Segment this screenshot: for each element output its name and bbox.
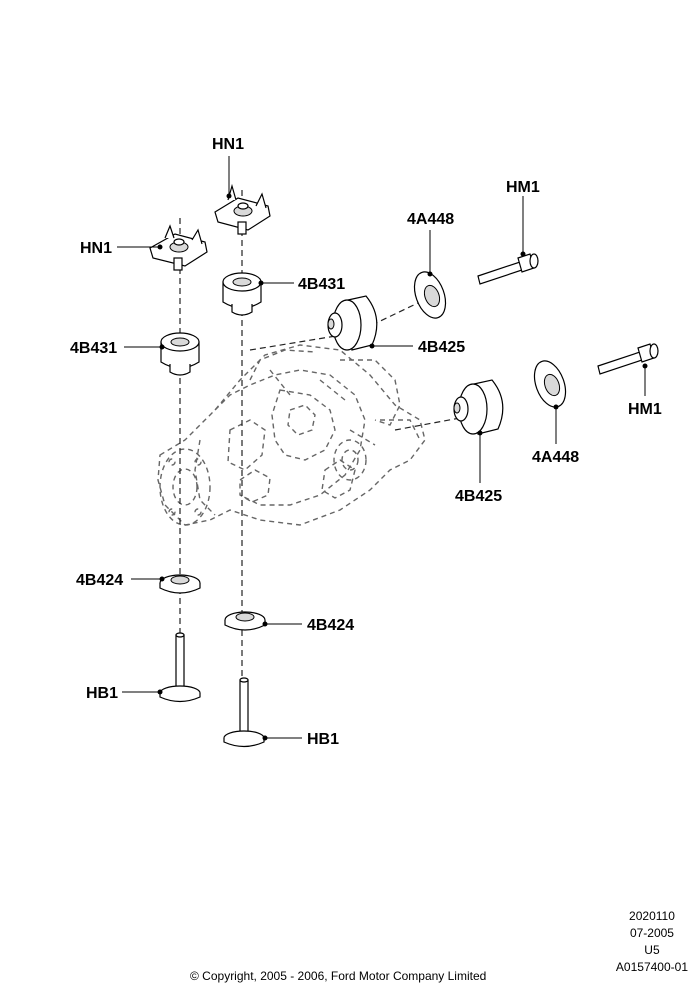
4b431-bushing-upper	[222, 272, 262, 316]
leader-lines	[117, 156, 648, 741]
diagram-reference: A0157400-01	[615, 960, 688, 974]
label-4b425-mid: 4B425	[418, 339, 465, 356]
4b431-bushing-lower	[160, 332, 200, 376]
diagram-code: 2020110	[629, 909, 675, 923]
centre-lines	[179, 190, 461, 680]
4b424-washer-right	[224, 611, 266, 631]
label-hb1-right: HB1	[307, 731, 339, 748]
hn1-nut-plate-lower	[149, 224, 208, 271]
label-hb1-left: HB1	[86, 685, 118, 702]
copyright-notice: © Copyright, 2005 - 2006, Ford Motor Com…	[190, 969, 487, 983]
label-hn1-top: HN1	[212, 136, 244, 153]
label-hm1-right: HM1	[628, 401, 662, 418]
diagram-date: 07-2005	[629, 926, 674, 940]
differential-housing-outline	[157, 344, 426, 526]
hb1-bolt-left	[159, 632, 201, 703]
part-labels: HN1 HN1 HM1 HM1 4A448 4A448 4B431 4B431 …	[70, 136, 662, 748]
label-4b431-left: 4B431	[70, 340, 117, 357]
label-4a448-right: 4A448	[532, 449, 579, 466]
diagram-code-block: 2020110 07-2005 U5 A0157400-01	[616, 908, 688, 976]
hm1-bolt-lower	[597, 343, 659, 375]
hb1-bolt-right	[223, 677, 265, 748]
label-4b425-low: 4B425	[455, 488, 502, 505]
4b424-washer-left	[159, 574, 201, 594]
4b425-bushing-upper	[327, 295, 378, 351]
label-4b424-right: 4B424	[307, 617, 354, 634]
label-hn1-left: HN1	[80, 240, 112, 257]
4a448-washer-upper	[413, 271, 447, 319]
label-4b424-left: 4B424	[76, 572, 123, 589]
diagram-variant: U5	[644, 943, 660, 957]
label-4b431-right: 4B431	[298, 276, 345, 293]
4b425-bushing-lower	[453, 379, 504, 435]
label-4a448-top: 4A448	[407, 211, 454, 228]
hm1-bolt-upper	[477, 253, 539, 285]
4a448-washer-lower	[533, 360, 567, 408]
label-hm1-top: HM1	[506, 179, 540, 196]
